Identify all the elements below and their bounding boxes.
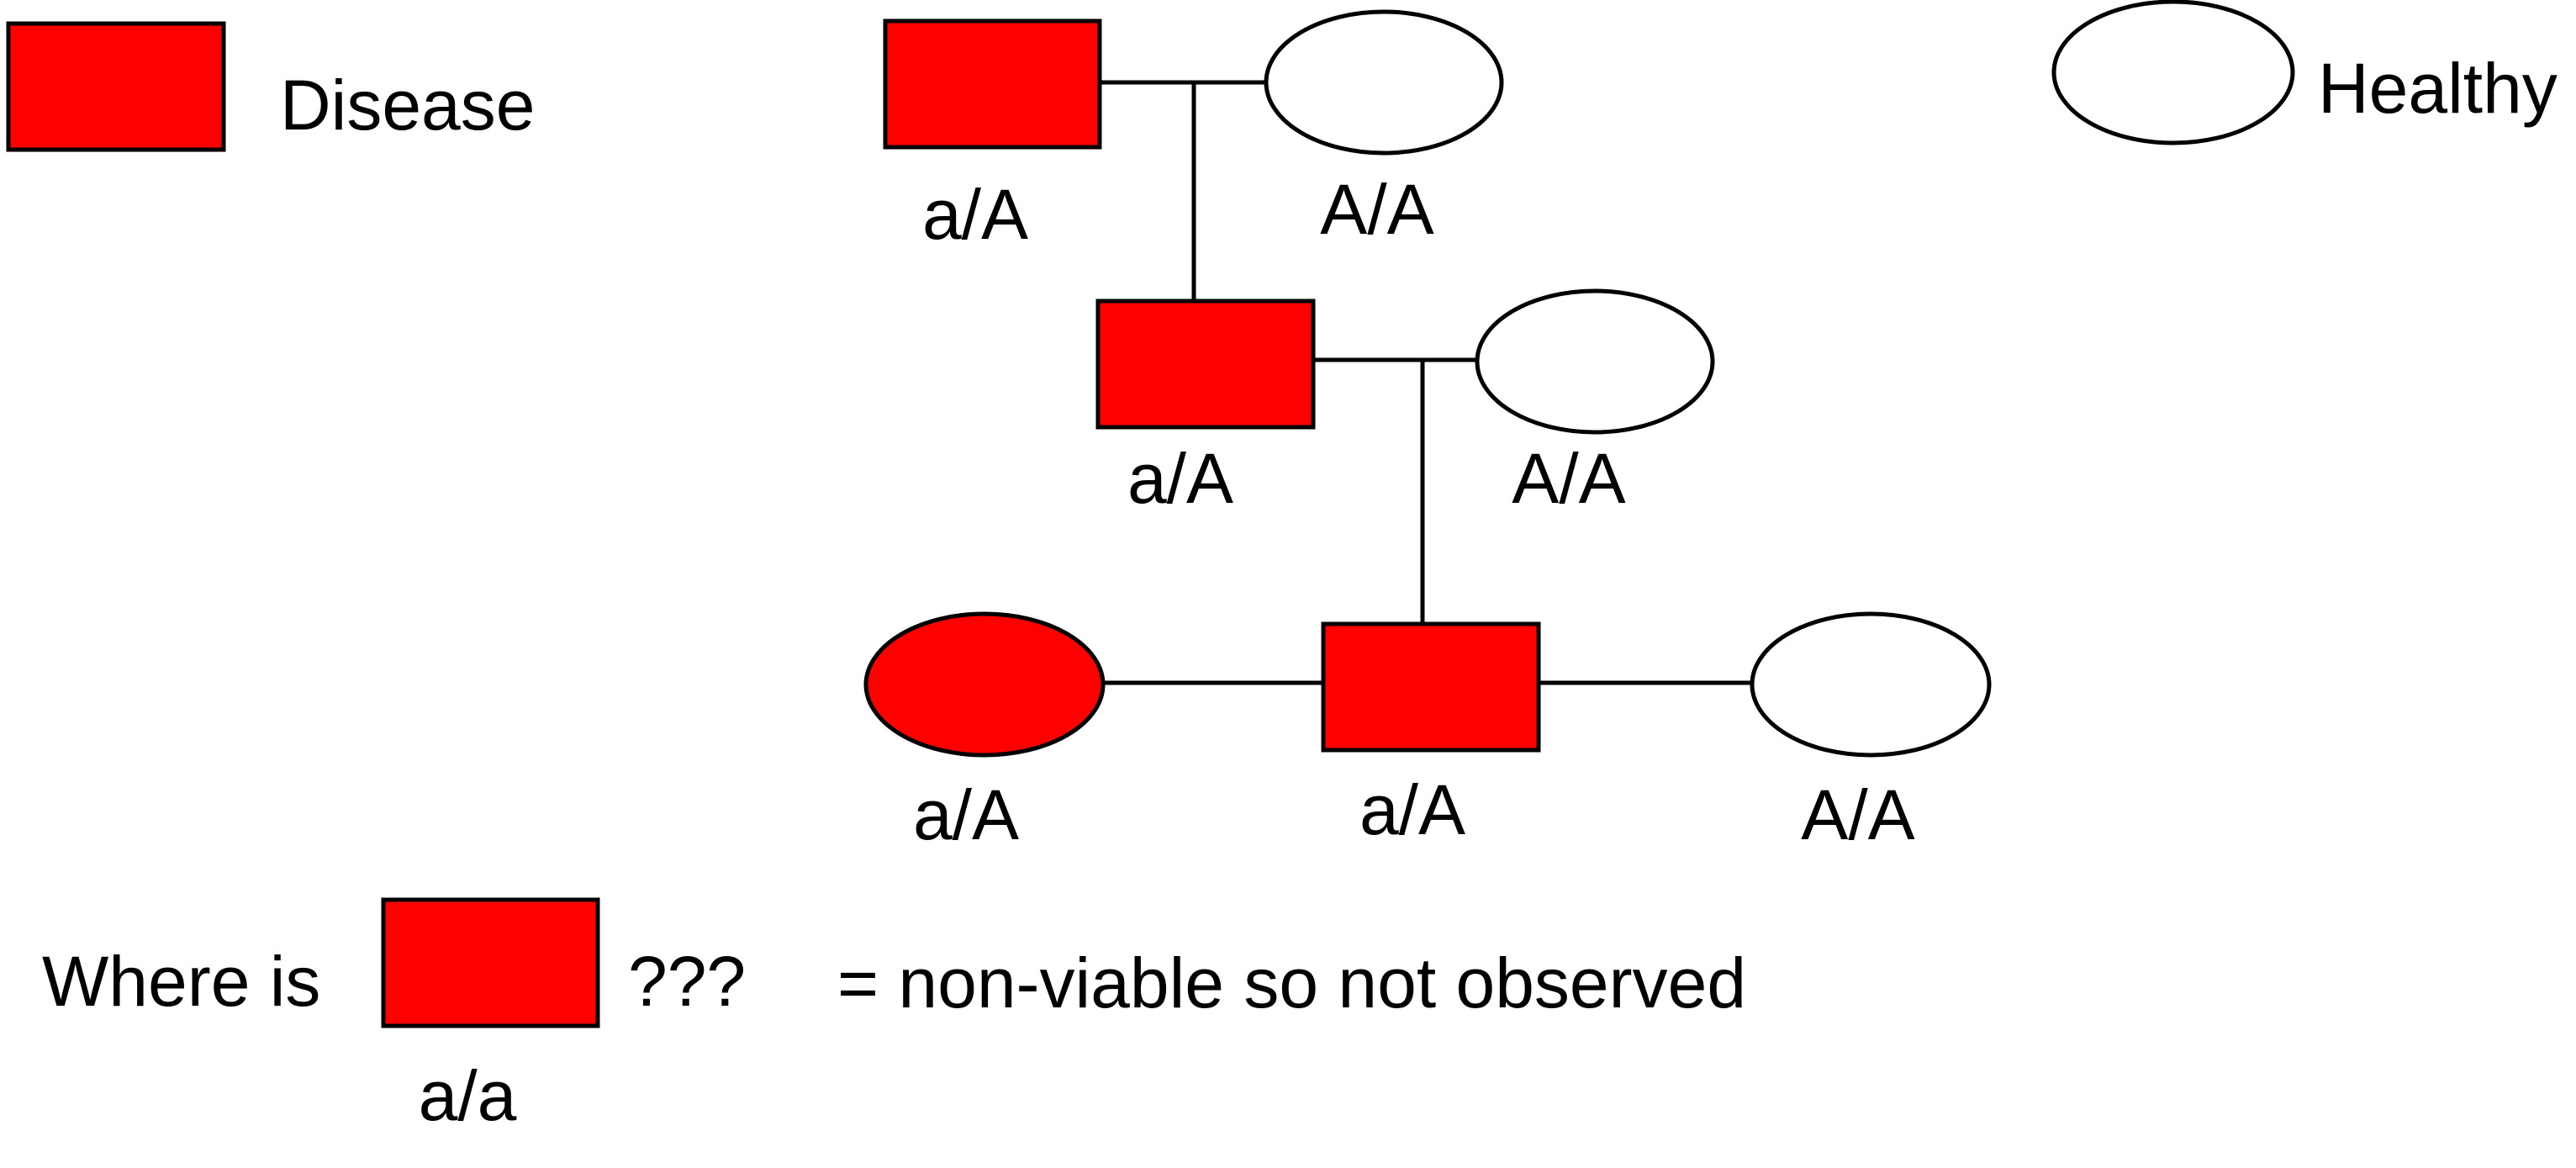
gen1-male-genotype: a/A (922, 175, 1028, 254)
gen3-right-female-symbol (1750, 611, 1992, 758)
legend-disease-label: Disease (280, 66, 535, 145)
gen1-male-symbol (883, 18, 1102, 150)
gen1-female-genotype: A/A (1320, 170, 1433, 249)
gen2-female-symbol (1475, 288, 1715, 435)
legend-healthy-label: Healthy (2318, 49, 2558, 128)
question-symbol (381, 897, 600, 1028)
question-prefix: Where is (42, 942, 320, 1021)
gen3-male-symbol (1321, 621, 1541, 753)
gen2-male-symbol (1095, 299, 1316, 430)
gen3-male-genotype: a/A (1359, 770, 1465, 849)
gen3-left-female-symbol (863, 611, 1106, 758)
question-genotype: a/a (419, 1056, 517, 1135)
legend-disease-swatch (6, 21, 226, 152)
gen2-female-genotype: A/A (1512, 439, 1625, 518)
question-explanation: = non-viable so not observed (837, 943, 1746, 1023)
gen2-male-genotype: a/A (1127, 439, 1233, 518)
gen3-right-female-genotype: A/A (1801, 775, 1914, 854)
gen1-female-symbol (1264, 9, 1504, 156)
question-marks: ??? (628, 942, 746, 1021)
gen3-left-female-genotype: a/A (913, 775, 1019, 854)
legend-healthy-swatch (2051, 0, 2295, 145)
